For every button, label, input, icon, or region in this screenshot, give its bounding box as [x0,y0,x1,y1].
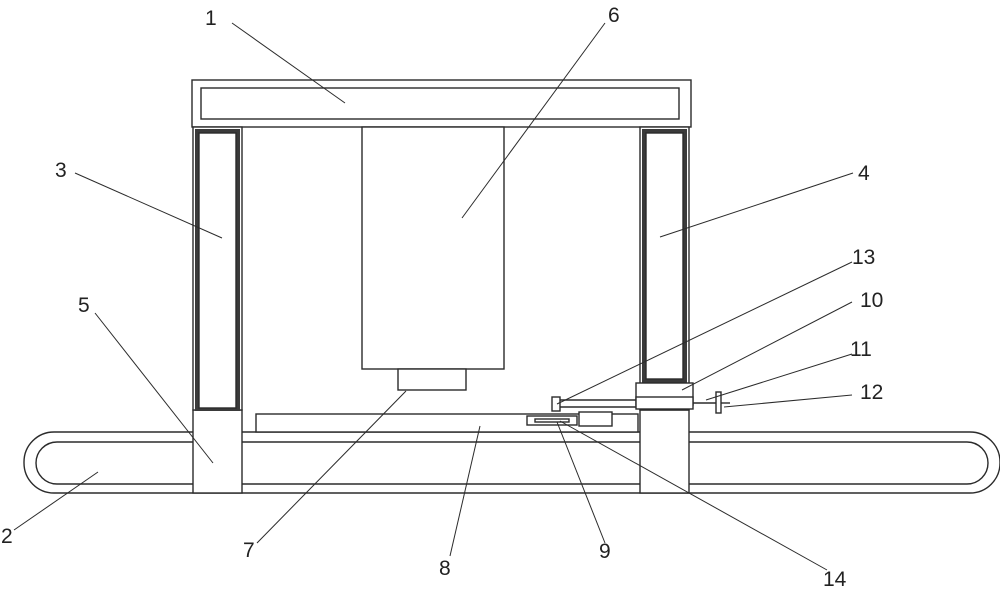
label-10: 10 [860,289,883,312]
leader-lines [13,22,854,571]
right-column [639,126,690,411]
label-5: 5 [78,294,90,317]
label-1: 1 [205,7,217,30]
main-housing [361,126,505,370]
label-3: 3 [55,159,67,182]
left-column [192,126,243,411]
label-8: 8 [439,557,451,580]
conveyor-belt [23,431,1000,494]
label-13: 13 [852,246,875,269]
tool-head [397,368,467,391]
clamp-pieces [526,411,613,427]
label-14: 14 [823,568,847,591]
left-base-block [192,409,243,494]
label-11: 11 [850,338,872,361]
top-frame-beam [191,79,692,128]
label-9: 9 [599,540,611,563]
label-2: 2 [1,525,13,548]
push-rod [551,396,636,412]
slider-block [635,382,694,410]
label-12: 12 [860,381,883,404]
right-base-block [639,409,690,494]
label-7: 7 [243,539,255,562]
screw-handle [693,391,730,414]
label-4: 4 [858,162,870,185]
label-6: 6 [608,4,620,27]
